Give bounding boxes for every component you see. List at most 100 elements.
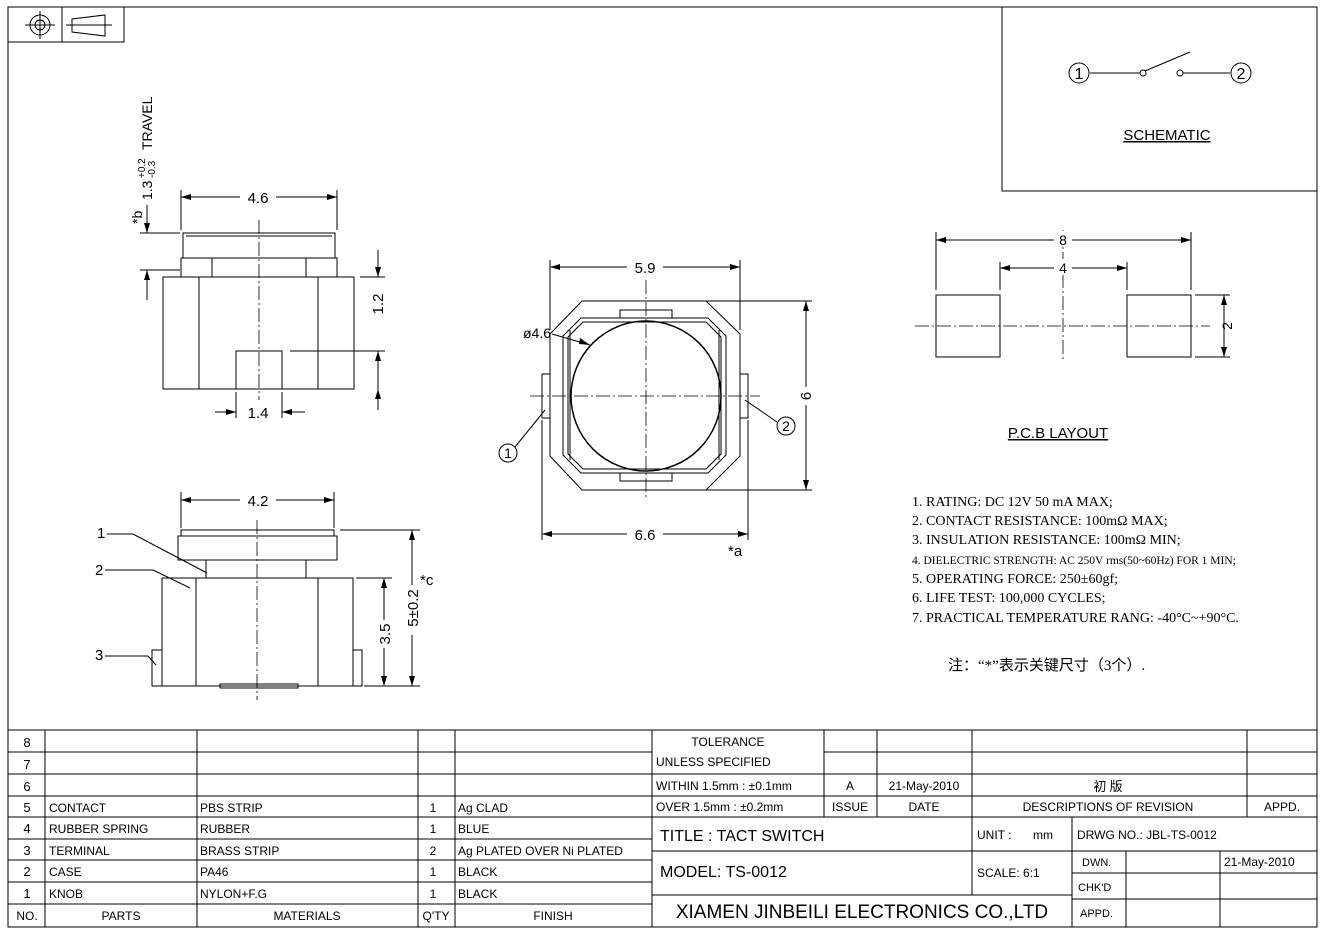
bom-header-parts: PARTS <box>102 909 141 923</box>
top-pin2: 2 <box>782 418 790 434</box>
bom-table: 8 7 6 5 CONTACT PBS STRIP 1 Ag CLAD 4 RU… <box>16 735 623 923</box>
bom-row-2-no: 2 <box>23 864 30 879</box>
top-dim-6-6: 6.6 <box>635 527 656 544</box>
pcb-layout-view: 8 4 2 P.C.B LAYOUT <box>915 230 1235 442</box>
schematic-pin2-circle <box>1230 62 1252 84</box>
top-pin2-circle <box>776 416 796 436</box>
pcb-layout-label: P.C.B LAYOUT <box>1008 425 1108 442</box>
revision-header-issue: ISSUE <box>832 800 868 814</box>
bom-row-1-no: 1 <box>23 886 30 901</box>
model-text: MODEL: TS-0012 <box>660 864 787 881</box>
bom-row-3-qty: 2 <box>430 844 437 858</box>
revision-header-description: DESCRIPTIONS OF REVISION <box>1023 800 1194 814</box>
tolerance-line1: TOLERANCE <box>691 735 764 749</box>
bom-header-materials: MATERIALS <box>273 909 340 923</box>
revision-header-date: DATE <box>908 800 939 814</box>
callout-3: 3 <box>95 647 103 664</box>
revision-description: 初 版 <box>1093 779 1122 794</box>
tolerance-line3: WITHIN 1.5mm : ±0.1mm <box>656 779 792 793</box>
top-view: 5.9 6.6 *a 6 ø4.6 1 2 <box>498 258 815 560</box>
key-dimension-note: 注：“*”表示关键尺寸（3个）. <box>948 657 1145 674</box>
front-dim-width: 4.2 <box>248 493 269 510</box>
spec-1: 1. RATING: DC 12V 50 mA MAX; <box>912 495 1113 510</box>
revision-date: 21-May-2010 <box>889 779 960 793</box>
side-dim-1-4: 1.4 <box>248 405 269 422</box>
travel-tol-up: +0.2 <box>137 158 148 178</box>
bom-row-2-part: CASE <box>49 865 82 879</box>
callout-2: 2 <box>95 562 103 579</box>
title-block-grid <box>8 729 1317 927</box>
travel-word: TRAVEL <box>139 96 155 150</box>
bom-row-3-part: TERMINAL <box>49 844 110 858</box>
bom-row-7-no: 7 <box>23 757 30 772</box>
spec-3: 3. INSULATION RESISTANCE: 100mΩ MIN; <box>912 533 1181 548</box>
dwn-label: DWN. <box>1082 857 1111 869</box>
spec-7: 7. PRACTICAL TEMPERATURE RANG: -40°C~+90… <box>912 611 1239 626</box>
bom-row-3-material: BRASS STRIP <box>200 844 279 858</box>
bom-row-3-no: 3 <box>23 843 30 858</box>
specifications-list: 1. RATING: DC 12V 50 mA MAX; 2. CONTACT … <box>912 495 1239 674</box>
tolerance-line4: OVER 1.5mm : ±0.2mm <box>656 800 783 814</box>
top-pin1-circle <box>498 443 518 463</box>
travel-main: 1.3 <box>139 180 155 200</box>
revision-block: A 21-May-2010 初 版 ISSUE DATE DESCRIPTION… <box>832 779 1300 814</box>
bom-row-4-material: RUBBER <box>200 822 250 836</box>
bom-row-5-qty: 1 <box>430 801 437 815</box>
bom-row-8-no: 8 <box>23 735 30 750</box>
pcb-dim-height: 2 <box>1219 322 1235 330</box>
bom-row-1-material: NYLON+F.G <box>200 887 267 901</box>
schematic-label: SCHEMATIC <box>1123 127 1210 144</box>
drawing-frame <box>7 6 1318 928</box>
bom-header-qty: Q'TY <box>423 909 450 923</box>
schematic-panel: 1 2 SCHEMATIC <box>1001 7 1317 192</box>
bom-row-5-no: 5 <box>23 800 30 815</box>
travel-prefix: *b <box>129 211 145 224</box>
top-pin1: 1 <box>504 445 512 461</box>
pcb-dim-inner: 4 <box>1059 260 1067 276</box>
bom-row-3-finish: Ag PLATED OVER Ni PLATED <box>458 844 623 858</box>
top-star-a: *a <box>728 543 743 560</box>
bom-row-4-qty: 1 <box>430 822 437 836</box>
company-name: XIAMEN JINBEILI ELECTRONICS CO.,LTD <box>676 902 1048 923</box>
schematic-pin1-circle <box>1068 62 1090 84</box>
bom-header-no: NO. <box>16 909 37 923</box>
bom-row-4-no: 4 <box>23 821 30 836</box>
revision-issue: A <box>846 779 854 793</box>
side-dim-1-2: 1.2 <box>370 294 387 315</box>
bom-row-5-finish: Ag CLAD <box>458 801 508 815</box>
top-dim-6: 6 <box>798 392 815 400</box>
schematic-pin2: 2 <box>1237 66 1246 83</box>
appd-label: APPD. <box>1080 908 1113 920</box>
scale-text: SCALE: 6:1 <box>977 866 1040 880</box>
front-dim-star-c: *c <box>420 572 434 589</box>
spec-6: 6. LIFE TEST: 100,000 CYCLES; <box>912 591 1106 606</box>
spec-2: 2. CONTACT RESISTANCE: 100mΩ MAX; <box>912 514 1168 529</box>
bom-row-1-qty: 1 <box>430 887 437 901</box>
tolerance-block: TOLERANCE UNLESS SPECIFIED WITHIN 1.5mm … <box>656 735 792 814</box>
projection-symbol-icon <box>7 6 125 43</box>
bom-row-4-part: RUBBER SPRING <box>49 822 148 836</box>
front-view: 4.2 3.5 5±0.2 *c 1 2 3 <box>95 491 434 700</box>
dwn-date: 21-May-2010 <box>1224 855 1295 869</box>
tolerance-line2: UNLESS SPECIFIED <box>656 755 771 769</box>
bom-row-1-part: KNOB <box>49 887 83 901</box>
bom-row-4-finish: BLUE <box>458 822 489 836</box>
side-dim-width: 4.6 <box>248 190 269 207</box>
bom-row-1-finish: BLACK <box>458 887 497 901</box>
title-text: TITLE : TACT SWITCH <box>660 828 824 845</box>
title-block-text: TITLE : TACT SWITCH UNIT : mm DRWG NO.: … <box>660 828 1295 923</box>
unit-label: UNIT : <box>977 828 1011 842</box>
schematic-pin1: 1 <box>1075 66 1084 83</box>
front-dim-3-5: 3.5 <box>377 624 394 645</box>
spec-5: 5. OPERATING FORCE: 250±60gf; <box>912 572 1118 587</box>
bom-header-finish: FINISH <box>533 909 572 923</box>
travel-tol-down: -0.3 <box>147 160 158 178</box>
bom-row-2-qty: 1 <box>430 865 437 879</box>
bom-row-2-finish: BLACK <box>458 865 497 879</box>
revision-header-appd: APPD. <box>1264 800 1300 814</box>
unit-value: mm <box>1033 828 1053 842</box>
front-dim-5: 5±0.2 <box>405 589 422 626</box>
bom-row-5-material: PBS STRIP <box>200 801 263 815</box>
bom-row-5-part: CONTACT <box>49 801 107 815</box>
